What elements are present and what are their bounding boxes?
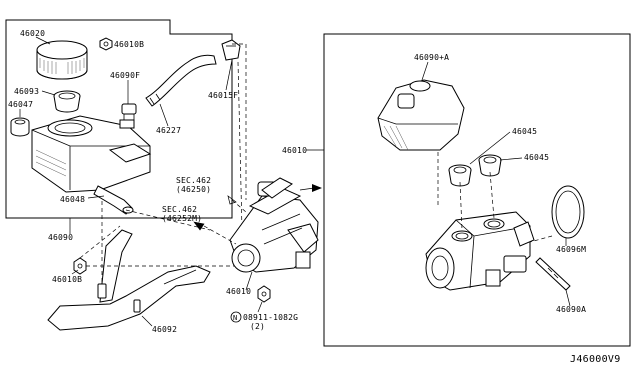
label-46048: 46048 xyxy=(60,195,85,204)
label-sec462-b: SEC.462 xyxy=(162,205,197,214)
label-46010-left: 46010 xyxy=(226,287,251,296)
label-sec462-a-ref: (46250) xyxy=(176,185,211,194)
label-46045-b: 46045 xyxy=(524,153,549,162)
label-46045-a: 46045 xyxy=(512,127,537,136)
oring-46096m xyxy=(551,185,585,239)
label-46090: 46090 xyxy=(48,233,73,242)
cylinder-body-detail xyxy=(425,211,535,291)
clamp-46015f xyxy=(221,39,241,61)
label-46020: 46020 xyxy=(20,29,45,38)
reservoir-tank xyxy=(31,115,152,193)
reservoir-46090a xyxy=(377,79,465,151)
master-cylinder-assembly xyxy=(229,177,319,273)
grommet-46048 xyxy=(93,185,134,215)
clip-46090f xyxy=(121,103,137,120)
detail-group-box xyxy=(323,33,631,347)
label-46010b-top: 46010B xyxy=(114,40,144,49)
bolt-marker: N xyxy=(233,314,237,322)
drawing-code: J46000V9 xyxy=(570,354,621,365)
seal-46047 xyxy=(10,117,30,137)
label-sec462-b-ref: (46252M) xyxy=(162,214,202,223)
pin-46090a xyxy=(535,257,571,291)
hose-46227 xyxy=(145,54,217,107)
dash-connector-right xyxy=(437,152,553,243)
label-46092: 46092 xyxy=(152,325,177,334)
nut-46010b-top xyxy=(99,37,113,51)
label-sec462-a: SEC.462 xyxy=(176,176,211,185)
label-46090-plus-a: 46090+A xyxy=(414,53,449,62)
seal-46045-a xyxy=(448,164,472,187)
label-46093: 46093 xyxy=(14,87,39,96)
reservoir-cap-46020 xyxy=(36,40,88,80)
label-46010-right: 46010 xyxy=(282,146,307,155)
label-46010b-bottom: 46010B xyxy=(52,275,82,284)
label-46096m: 46096M xyxy=(556,245,586,254)
label-46015f: 46015F xyxy=(208,91,238,100)
nut-08911-1082g xyxy=(257,285,271,303)
label-46047: 46047 xyxy=(8,100,33,109)
strainer-46093 xyxy=(53,90,81,113)
seal-46045-b xyxy=(478,154,502,177)
label-bolt-qty: (2) xyxy=(250,322,265,331)
label-46090f: 46090F xyxy=(110,71,140,80)
reservoir-group-box xyxy=(5,19,233,219)
bolt-marker-circle xyxy=(230,311,242,323)
dash-connector-left xyxy=(79,43,247,282)
arrow-to-detail xyxy=(299,187,315,191)
label-bolt: 08911-1082G xyxy=(243,313,298,322)
label-46090a: 46090A xyxy=(556,305,586,314)
label-46227: 46227 xyxy=(156,126,181,135)
